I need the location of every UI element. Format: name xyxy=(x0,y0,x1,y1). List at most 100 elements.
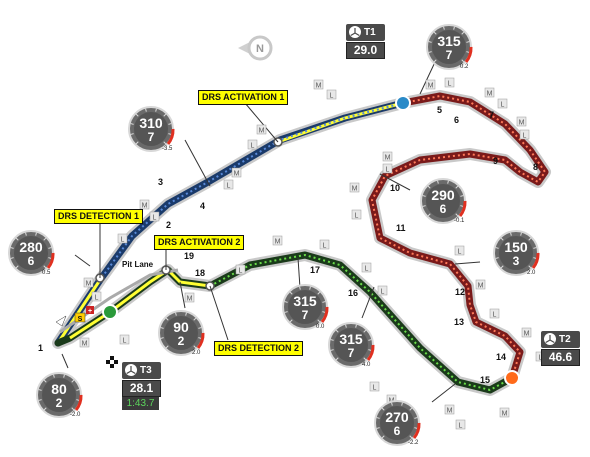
lap-time: 1:43.7 xyxy=(122,397,159,410)
braking-marker-letter: M xyxy=(142,203,148,210)
gauge-speed: 270 xyxy=(385,409,409,425)
turn-14: 14 xyxy=(496,352,507,362)
braking-marker-box xyxy=(369,381,380,392)
braking-marker-letter: M xyxy=(478,283,484,290)
braking-marker-letter: M xyxy=(519,120,525,127)
gauge-dial-icon xyxy=(128,106,175,152)
braking-marker-letter: L xyxy=(227,183,231,190)
braking-marker-box xyxy=(489,308,500,319)
turn-4: 4 xyxy=(200,201,206,211)
turn-2: 2 xyxy=(166,220,172,230)
safety-car-letter: S xyxy=(78,316,83,323)
braking-marker-box xyxy=(455,419,466,430)
gauge-gear: 7 xyxy=(445,48,453,62)
speed-gauge-6: 90 2 2.0 xyxy=(158,310,208,360)
sector-name: T3 xyxy=(140,365,152,376)
compass-arrow xyxy=(238,42,250,54)
turn-19: 19 xyxy=(184,251,195,261)
gauge-speed: 315 xyxy=(293,293,317,309)
braking-marker-letter: L xyxy=(501,102,505,109)
sector-name: T2 xyxy=(559,334,571,345)
braking-marker-letter: L xyxy=(373,385,377,392)
gauge-dial-icon xyxy=(282,284,329,330)
gauge-g-force: 0.2 xyxy=(460,64,469,70)
gauge-dial-icon xyxy=(426,24,473,70)
drs-zone-1b xyxy=(56,279,102,344)
gauge-speed: 150 xyxy=(504,239,528,255)
pit-lane-label: Pit Lane xyxy=(122,260,154,269)
gauge-g-force: -3.5 xyxy=(162,146,173,152)
braking-marker-letter: M xyxy=(86,281,92,288)
braking-marker-letter: M xyxy=(352,186,358,193)
gauge-gear: 7 xyxy=(301,308,309,322)
braking-marker-letter: L xyxy=(365,266,369,273)
gauge-speed: 290 xyxy=(431,187,455,203)
braking-marker-box xyxy=(499,407,510,418)
speed-gauge-5: 150 3 2.0 xyxy=(493,230,543,280)
braking-marker-box xyxy=(516,116,527,127)
gauge-gear: 2 xyxy=(55,396,63,410)
braking-marker-box xyxy=(235,264,246,275)
star-glyph xyxy=(350,28,360,37)
braking-marker-letter: L xyxy=(153,215,157,222)
north-compass-icon xyxy=(247,35,273,61)
braking-marker-box xyxy=(149,211,160,222)
braking-marker-box xyxy=(119,334,130,345)
gauge-g-force: -2.2 xyxy=(408,440,419,446)
gauge-gear: 3 xyxy=(512,254,520,268)
sector-name: T1 xyxy=(364,27,376,38)
sector-2-dots xyxy=(370,94,547,379)
sector-1-timing-point xyxy=(395,95,411,111)
braking-marker-letter: M xyxy=(187,296,193,303)
braking-marker-letter: L xyxy=(523,133,527,140)
turn-17: 17 xyxy=(310,265,321,275)
gauge-g-force: 0.0 xyxy=(316,324,325,330)
speed-gauge-3: 280 6 0.5 xyxy=(8,230,58,280)
turn-7: 7 xyxy=(489,110,495,120)
sector-time: 46.6 xyxy=(541,349,580,366)
braking-marker-box xyxy=(444,77,455,88)
gauge-g-force: 2.0 xyxy=(192,350,201,356)
turn-10: 10 xyxy=(390,183,401,193)
pit-marker-plus: + xyxy=(88,308,92,315)
gauge-gear: 6 xyxy=(439,202,447,216)
speed-gauge-9: 80 2 -2.0 xyxy=(36,372,86,422)
gauge-dial-icon xyxy=(158,310,205,356)
braking-marker-box xyxy=(223,179,234,190)
braking-marker-box xyxy=(139,199,150,210)
braking-marker-box xyxy=(377,285,388,296)
braking-marker-letter: M xyxy=(275,239,281,246)
drs-detection-1-label: DRS DETECTION 1 xyxy=(54,209,144,224)
braking-marker-box xyxy=(425,79,436,90)
safety-car-marker xyxy=(74,312,86,323)
speed-gauge-10: 270 6 -2.2 xyxy=(374,400,424,450)
braking-marker-box xyxy=(475,279,486,290)
braking-marker-box xyxy=(313,79,324,90)
braking-marker-box xyxy=(91,291,102,302)
braking-marker-box xyxy=(79,337,90,348)
braking-marker-box xyxy=(444,404,455,415)
gauge-speed: 315 xyxy=(437,33,461,49)
braking-marker-box xyxy=(521,327,532,338)
braking-marker-letter: L xyxy=(448,81,452,88)
turn-3: 3 xyxy=(158,177,164,187)
gauge-gear: 6 xyxy=(27,254,35,268)
braking-marker-letter: M xyxy=(447,408,453,415)
braking-marker-letter: M xyxy=(385,155,391,162)
leader-lines xyxy=(61,59,481,403)
braking-marker-box xyxy=(382,151,393,162)
braking-marker-letter: L xyxy=(239,268,243,275)
gauge-gear: 7 xyxy=(347,346,355,360)
drs-activation-1-label: DRS ACTIVATION 1 xyxy=(198,90,289,105)
braking-marker-box xyxy=(484,87,495,98)
gauge-speed: 310 xyxy=(139,115,163,131)
braking-marker-letter: M xyxy=(502,411,508,418)
gauge-g-force: 0.5 xyxy=(42,270,51,276)
start-finish xyxy=(55,315,118,368)
braking-marker-letter: L xyxy=(323,243,327,250)
speed-gauge-7: 315 7 0.0 xyxy=(282,284,332,334)
gauge-dial-icon xyxy=(374,400,421,446)
gauge-gear: 7 xyxy=(147,130,155,144)
braking-marker-box xyxy=(361,262,372,273)
gauge-gear: 2 xyxy=(177,334,185,348)
